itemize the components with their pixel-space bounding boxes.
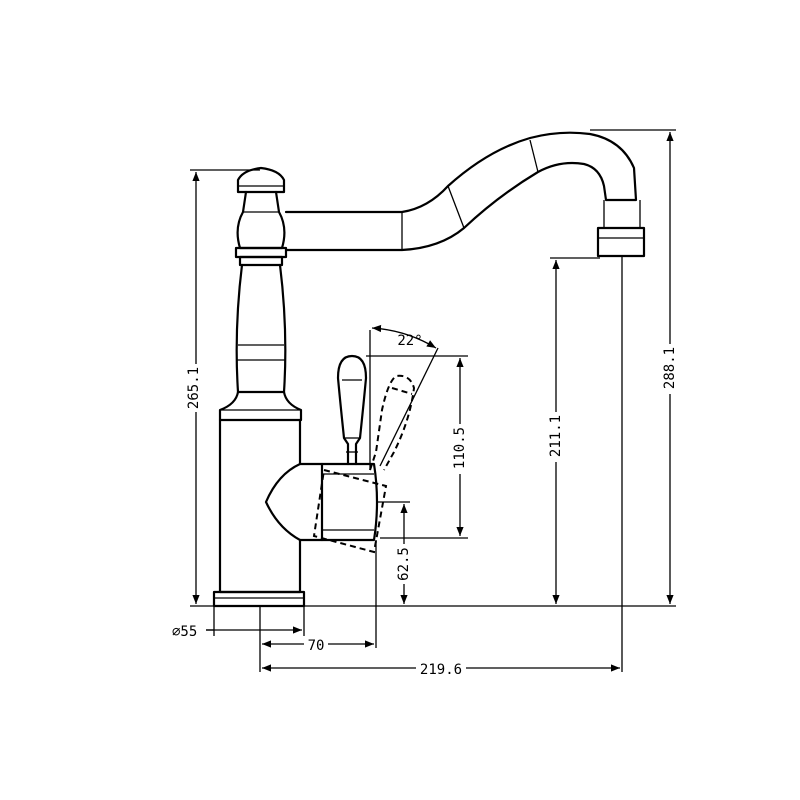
column-ring-upper (234, 246, 288, 259)
handle-hub (298, 462, 324, 542)
base-plate (212, 590, 306, 608)
dim-height-body: 265.1 (186, 367, 202, 409)
column-ring-lower (238, 255, 284, 267)
dimension-labels: 265.1 288.1 211.1 110.5 62.5 22° ⌀55 70 … (172, 333, 678, 678)
dimension-lines (190, 129, 676, 672)
column-neck (236, 190, 286, 250)
spout (284, 131, 638, 252)
body-collar (218, 390, 303, 422)
dim-spout-reach: 219.6 (420, 662, 462, 678)
baluster-column (235, 263, 287, 394)
finial-cap (236, 166, 286, 194)
lever-handle-rotated (312, 374, 416, 554)
handle-hub-cap (320, 462, 379, 542)
spout-aerator (596, 226, 646, 258)
dim-base-diameter: ⌀55 (172, 624, 197, 640)
dim-height-outlet: 211.1 (548, 415, 564, 457)
dim-height-overall: 288.1 (662, 347, 678, 389)
dim-handle-offset: 70 (308, 638, 325, 654)
dim-handle-height: 110.5 (452, 427, 468, 469)
main-body (218, 418, 302, 594)
dim-handle-angle: 22° (397, 333, 422, 349)
faucet-outline (212, 131, 646, 608)
lever-handle-upright (336, 354, 368, 466)
dim-handle-axis: 62.5 (396, 547, 412, 581)
